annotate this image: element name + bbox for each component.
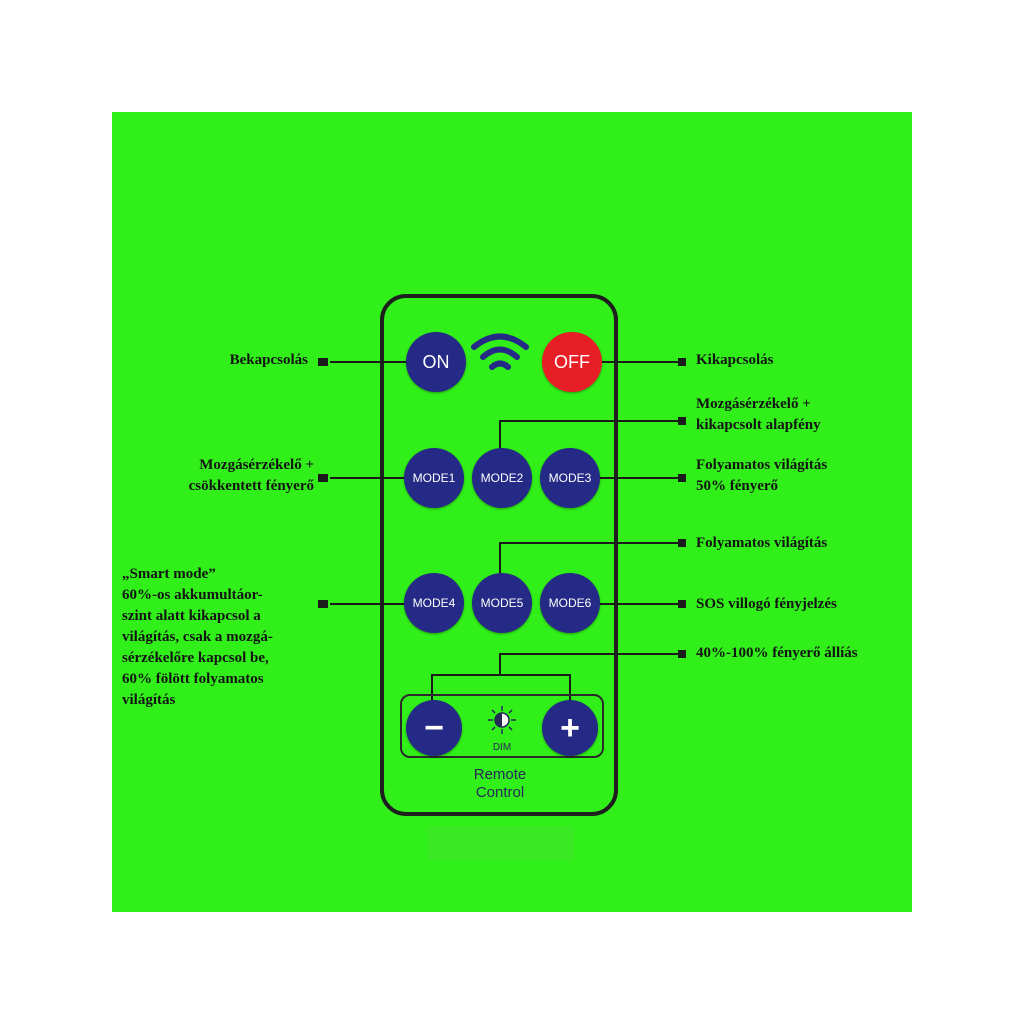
mode4-button[interactable]: MODE4: [404, 573, 464, 633]
label-off: Kikapcsolás: [696, 352, 774, 368]
mode2-button[interactable]: MODE2: [472, 448, 532, 508]
remote-caption-line1: Remote: [473, 766, 527, 783]
remote-control-body: [380, 294, 618, 816]
label-dim: 40%-100% fényerő állíás: [696, 645, 858, 661]
label-mode4-line3: szint alatt kikapcsol a: [122, 608, 261, 624]
label-mode5: Folyamatos világítás: [696, 535, 828, 551]
mode5-button[interactable]: MODE5: [472, 573, 532, 633]
label-mode3-line2: 50% fényerő: [696, 478, 779, 494]
dim-label: DIM: [492, 742, 512, 753]
on-button[interactable]: ON: [406, 332, 466, 392]
label-mode4-line4: világítás, csak a mozgá-: [122, 629, 273, 645]
label-mode2: Mozgásérzékelő + kikapcsolt alapfény: [696, 394, 821, 436]
dim-control-group: [400, 694, 604, 758]
label-mode4-line5: sérzékelőre kapcsol be,: [122, 650, 269, 666]
label-mode4-line7: világítás: [122, 692, 176, 708]
mode6-button[interactable]: MODE6: [540, 573, 600, 633]
label-mode4-line1: „Smart mode”: [122, 566, 216, 582]
label-on: Bekapcsolás: [229, 352, 308, 368]
label-mode2-line1: Mozgásérzékelő +: [696, 396, 811, 412]
remote-caption-line2: Control: [475, 784, 525, 801]
remote-stand: [428, 826, 574, 860]
remote-caption: Remote Control: [440, 766, 560, 802]
label-mode1: Mozgásérzékelő + csökkentett fényerő: [189, 455, 314, 497]
label-mode1-line1: Mozgásérzékelő +: [199, 457, 314, 473]
mode1-button[interactable]: MODE1: [404, 448, 464, 508]
label-mode4-line6: 60% fölött folyamatos: [122, 671, 264, 687]
label-mode1-line2: csökkentett fényerő: [188, 478, 314, 494]
green-background: [112, 112, 912, 912]
label-mode2-line2: kikapcsolt alapfény: [696, 417, 821, 433]
label-mode3: Folyamatos világítás 50% fényerő: [696, 455, 827, 497]
dim-minus-button[interactable]: −: [406, 700, 462, 756]
label-mode3-line1: Folyamatos világítás: [696, 457, 828, 473]
wifi-icon: [471, 333, 529, 370]
label-mode4-line2: 60%-os akkumultáor-: [122, 587, 263, 603]
dim-plus-button[interactable]: +: [542, 700, 598, 756]
brightness-icon: [488, 706, 516, 734]
label-mode6: SOS villogó fényjelzés: [696, 596, 837, 612]
label-mode4: „Smart mode” 60%-os akkumultáor- szint a…: [122, 564, 273, 711]
mode3-button[interactable]: MODE3: [540, 448, 600, 508]
off-button[interactable]: OFF: [542, 332, 602, 392]
